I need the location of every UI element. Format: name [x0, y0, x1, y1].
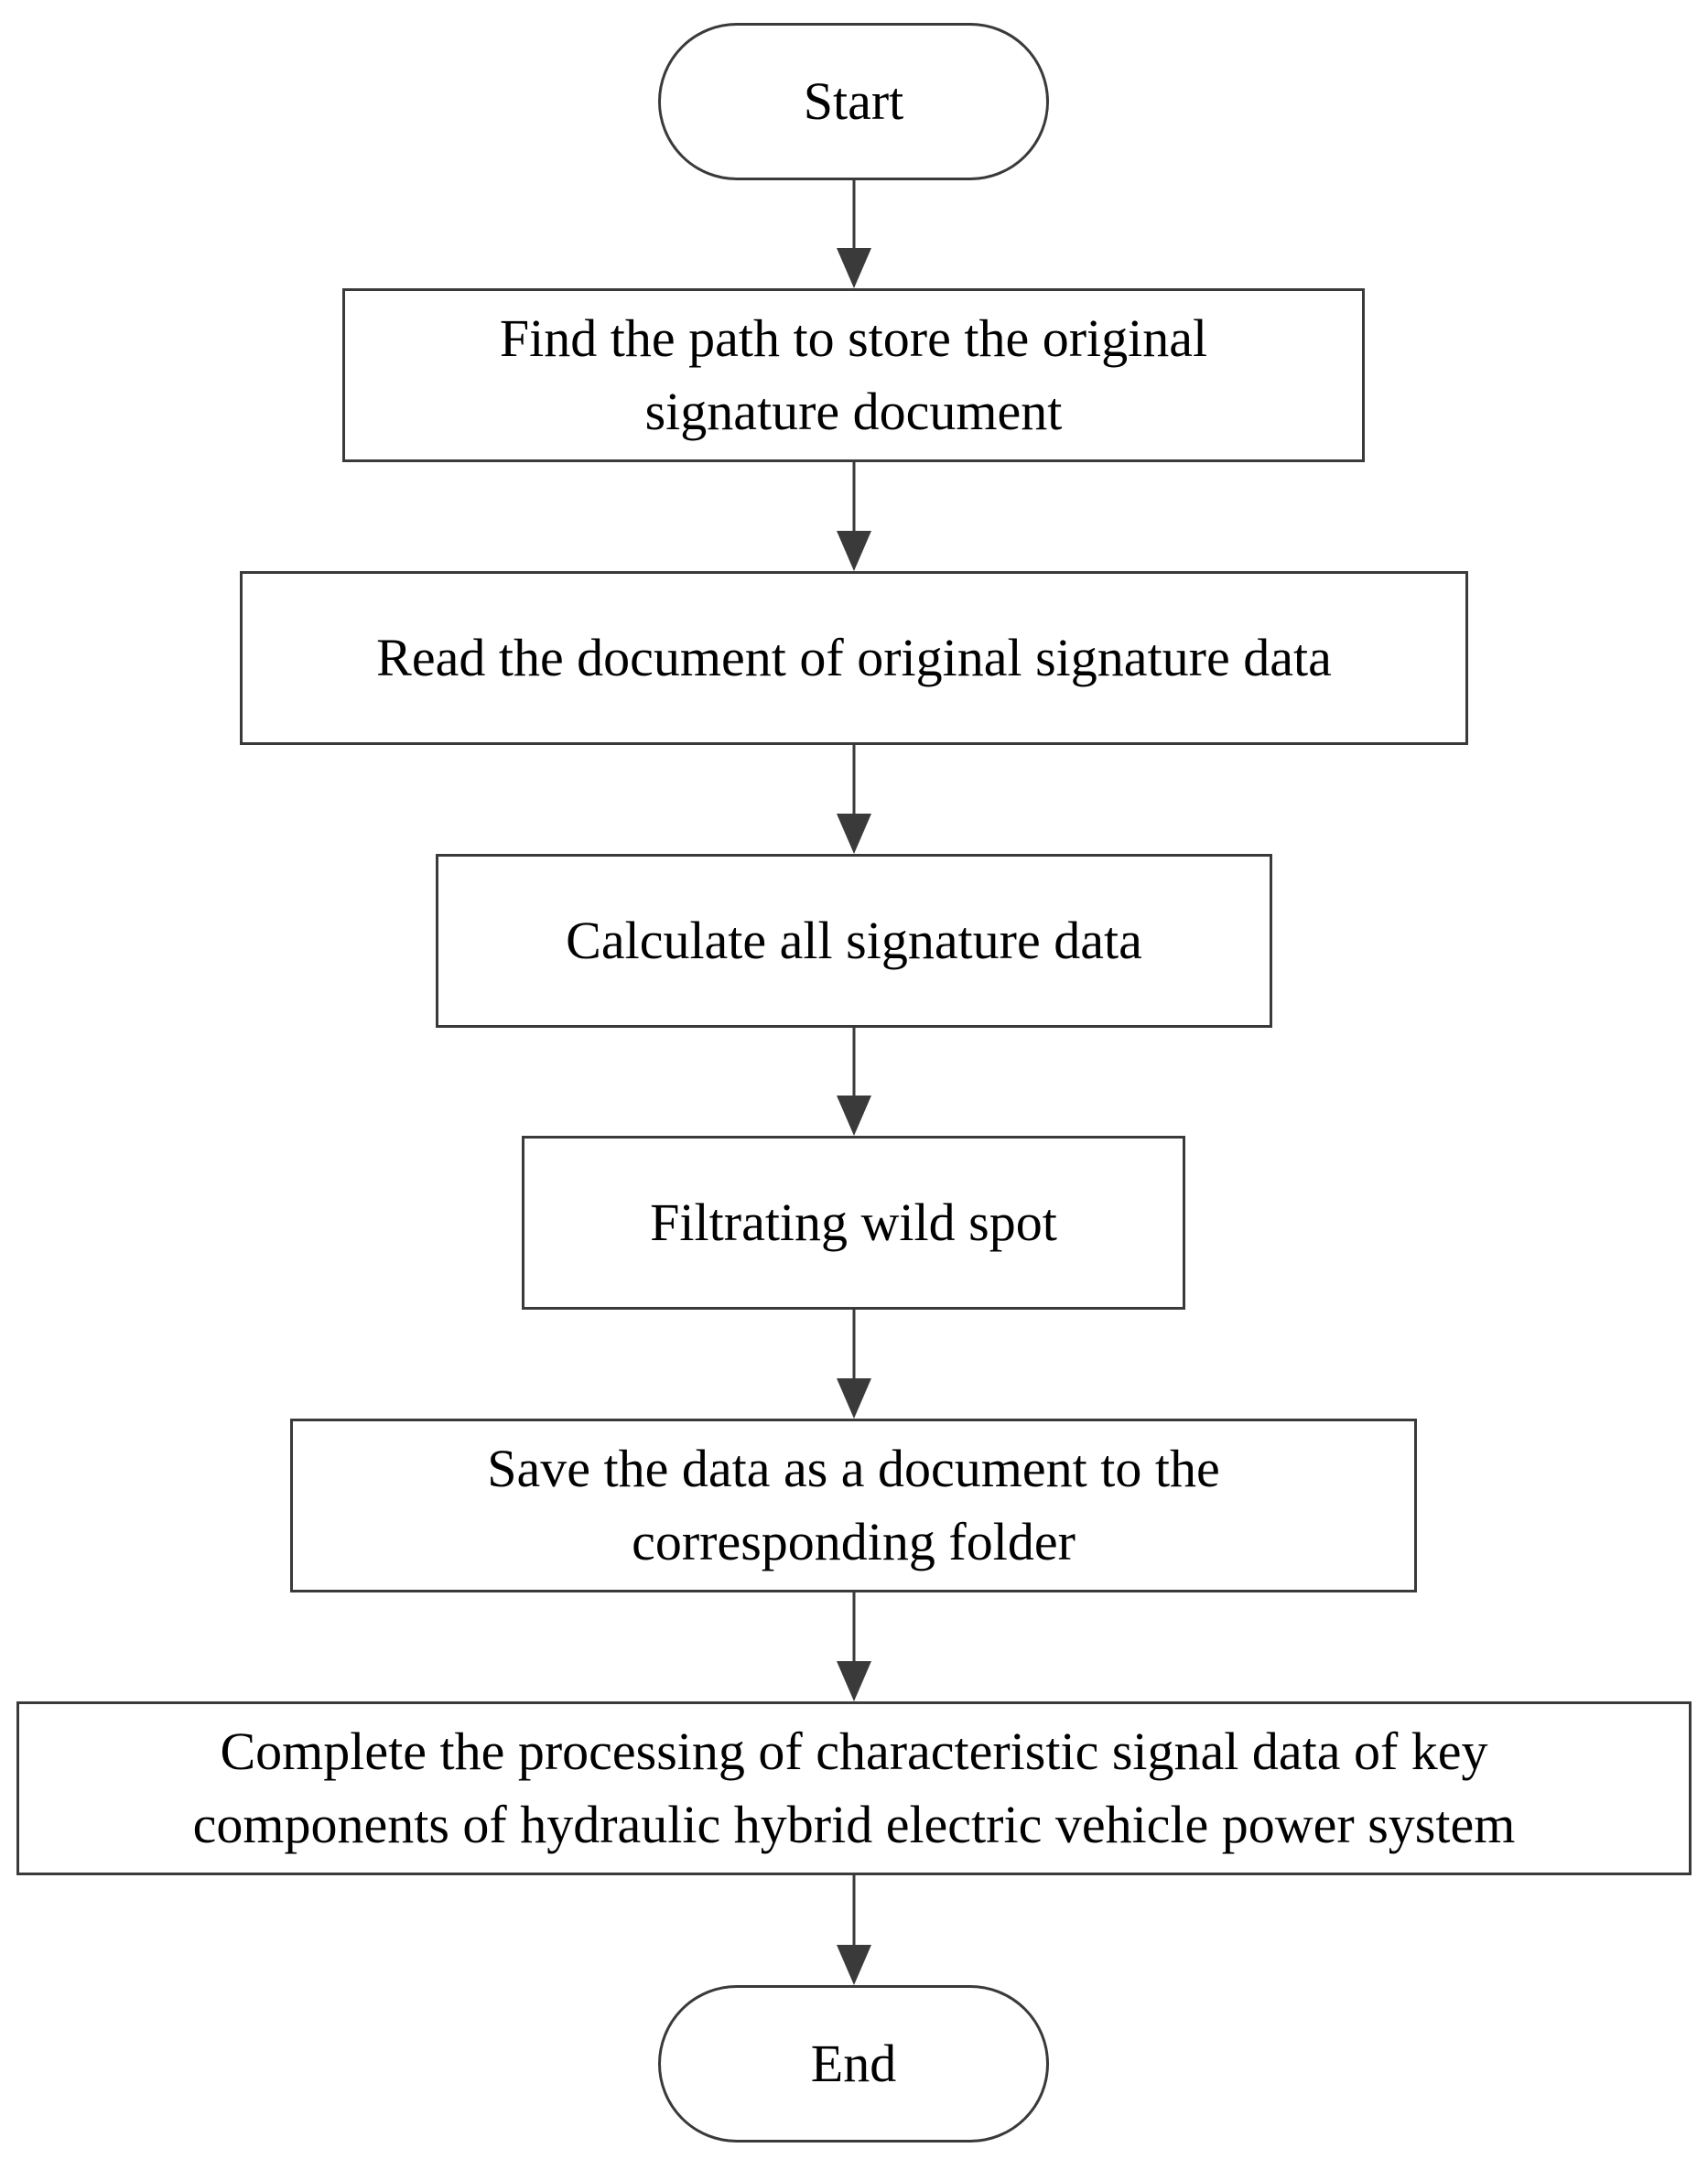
process-box-find-path-line-2: signature document: [644, 382, 1063, 441]
arrow-step-2-to-step-3: [837, 745, 871, 854]
process-box-find-path: Find the path to store the original sign…: [342, 288, 1365, 462]
end-terminal: End: [658, 1985, 1049, 2143]
start-terminal: Start: [658, 23, 1049, 180]
arrow-step-3-to-step-4: [837, 1028, 871, 1136]
process-box-filtrating-line-1: Filtrating wild spot: [650, 1193, 1057, 1252]
process-box-save-data-line-1: Save the data as a document to the: [487, 1439, 1220, 1498]
start-label: Start: [803, 71, 904, 131]
arrow-step-6-to-end: [837, 1875, 871, 1985]
arrow-start-to-step-1: [837, 180, 871, 288]
process-box-save-data: Save the data as a document to the corre…: [290, 1419, 1417, 1592]
end-label: End: [810, 2034, 897, 2093]
process-box-find-path-line-1: Find the path to store the original: [499, 308, 1208, 368]
process-box-calculate-line-1: Calculate all signature data: [566, 911, 1142, 970]
process-box-read-document-line-1: Read the document of original signature …: [376, 628, 1332, 687]
arrow-step-4-to-step-5: [837, 1310, 871, 1419]
process-box-filtrating: Filtrating wild spot: [522, 1136, 1185, 1310]
process-box-save-data-line-2: corresponding folder: [632, 1512, 1076, 1571]
arrow-step-1-to-step-2: [837, 462, 871, 571]
arrow-step-5-to-step-6: [837, 1592, 871, 1701]
process-box-complete-processing-line-2: components of hydraulic hybrid electric …: [192, 1795, 1516, 1854]
process-box-complete-processing-line-1: Complete the processing of characteristi…: [220, 1722, 1488, 1781]
process-box-calculate: Calculate all signature data: [436, 854, 1272, 1028]
process-box-read-document: Read the document of original signature …: [240, 571, 1468, 745]
process-box-complete-processing: Complete the processing of characteristi…: [16, 1701, 1692, 1875]
